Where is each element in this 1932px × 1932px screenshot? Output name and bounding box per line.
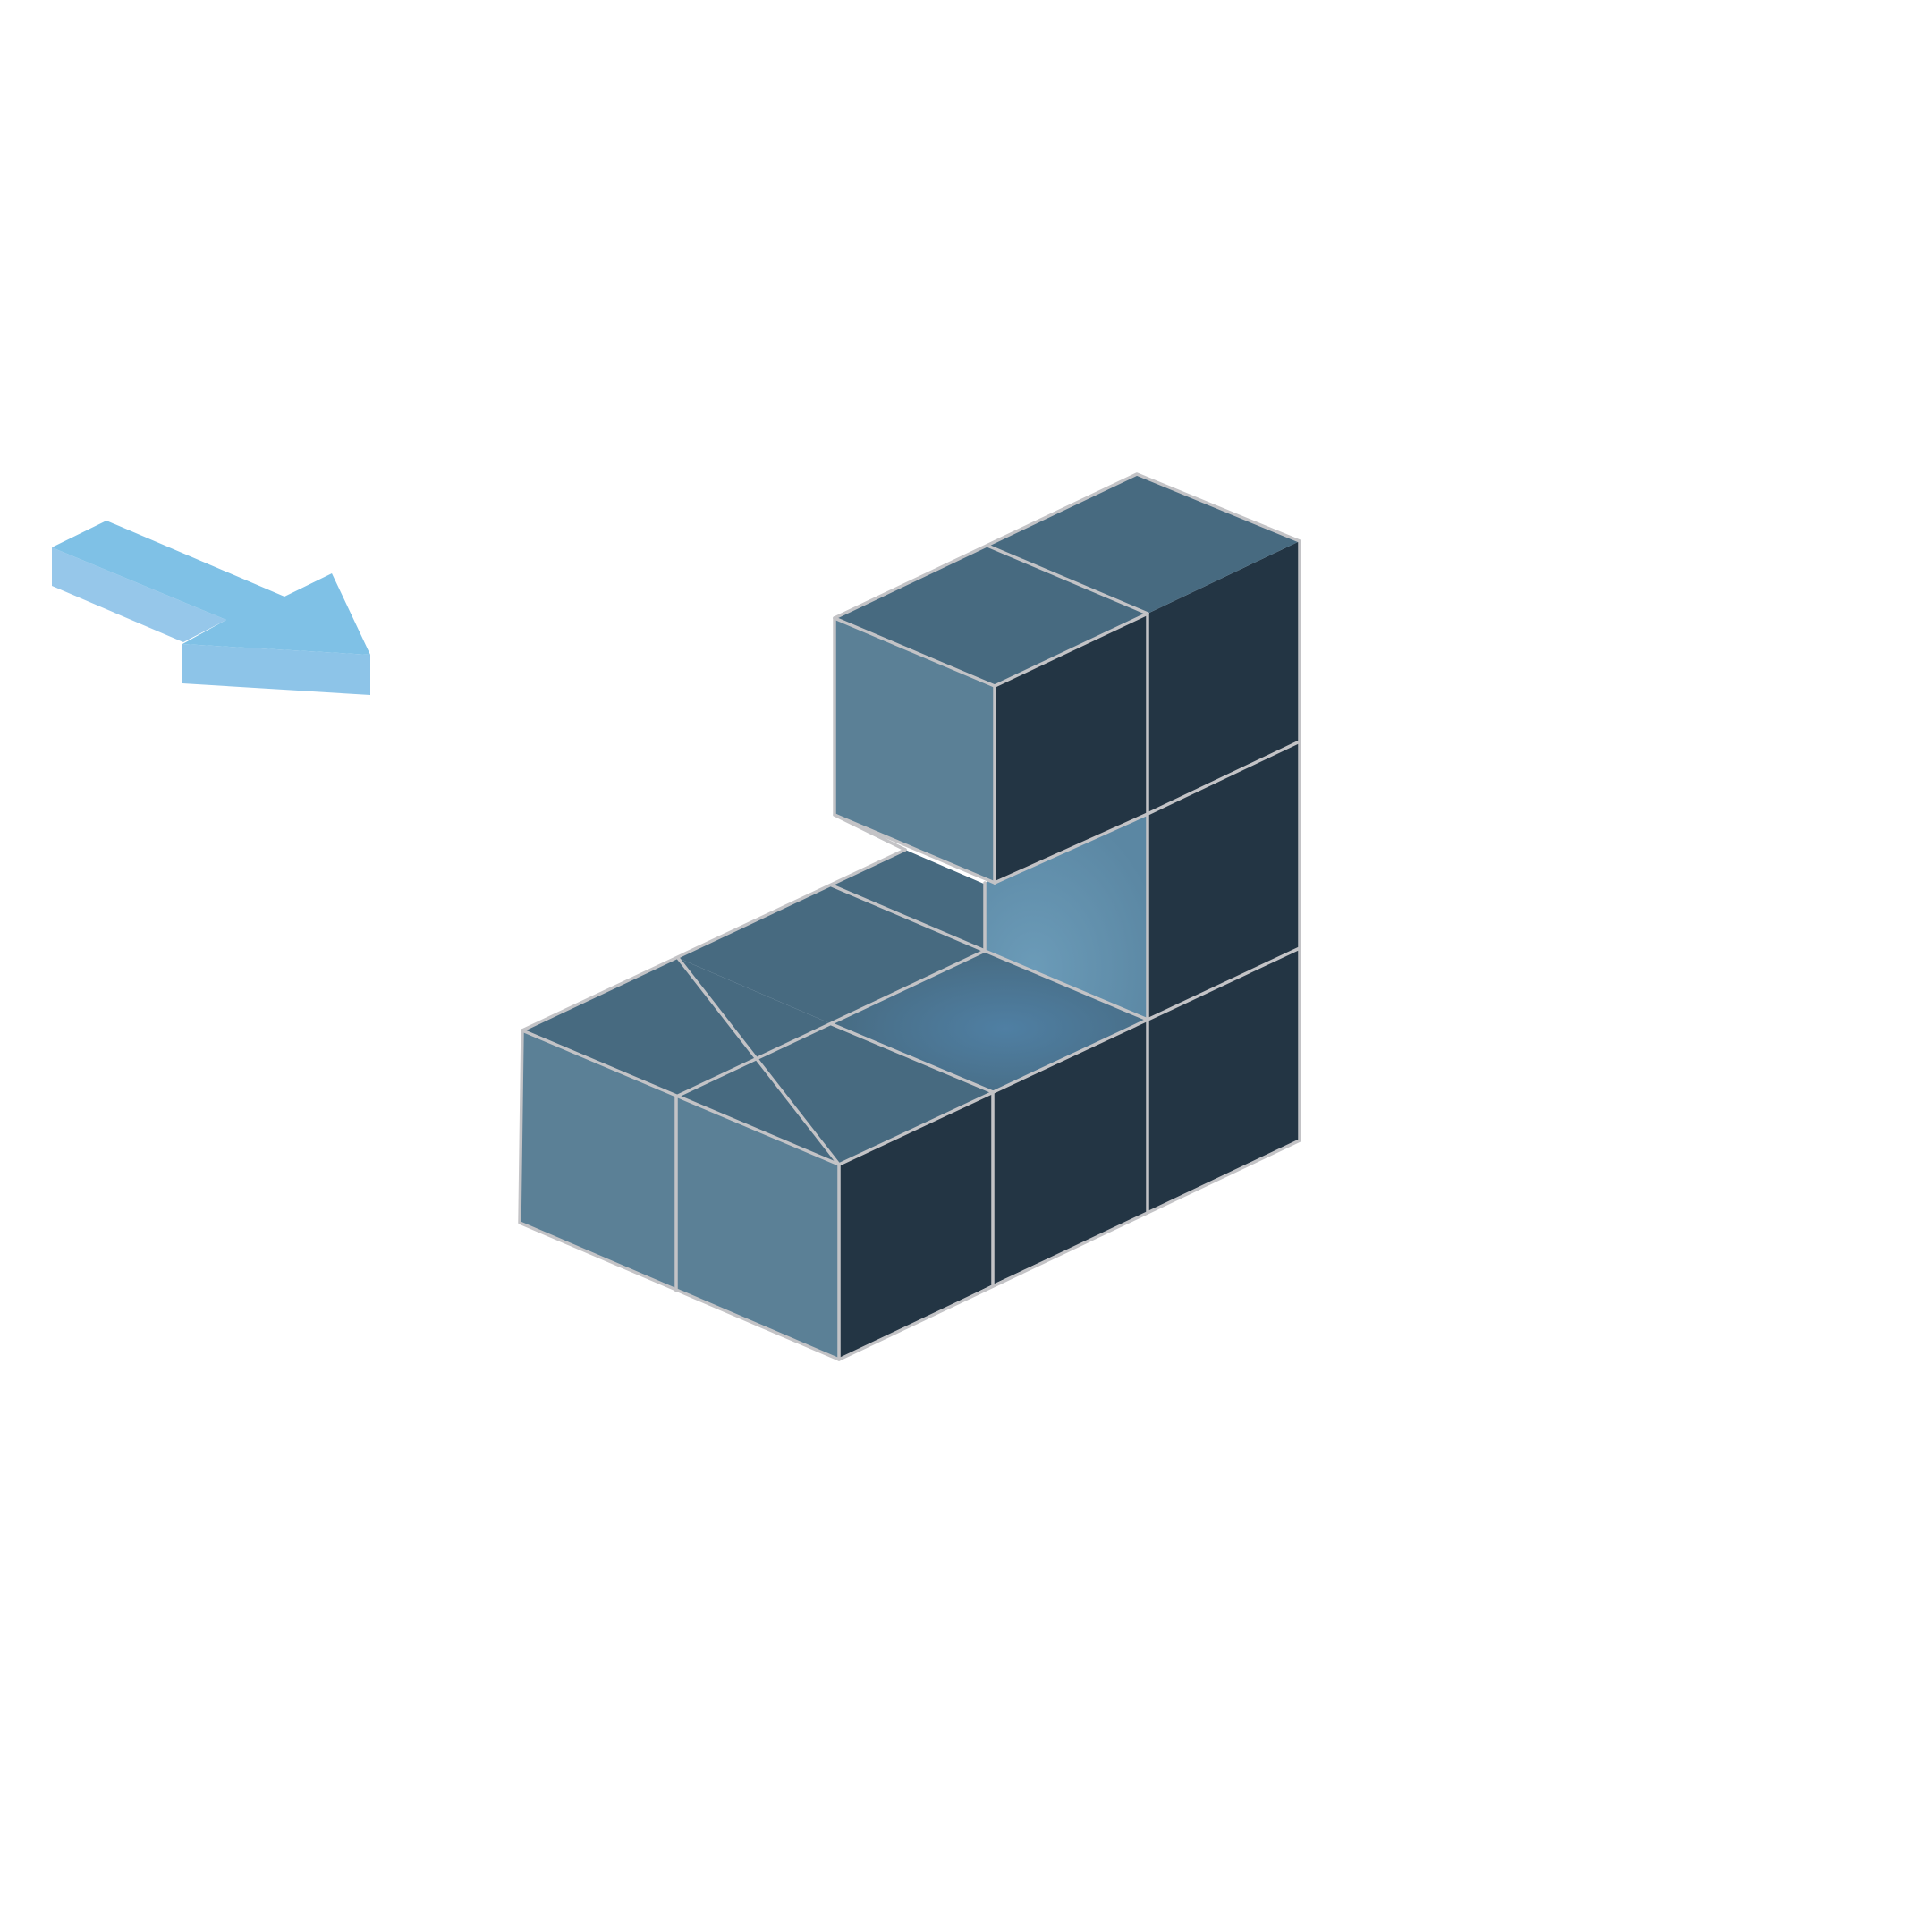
arrow-side-face: [52, 547, 226, 642]
cube-right-face: [993, 1020, 1148, 1284]
cube-left-face: [520, 1030, 676, 1291]
cube-right-face: [1148, 948, 1300, 1212]
arrow-front-face: [182, 644, 370, 695]
cube-right-face: [995, 614, 1148, 883]
cube-right-face: [839, 1092, 993, 1360]
cube-left-face highlighted: [985, 814, 1148, 1020]
cube-top-face: [678, 886, 985, 1024]
cube-left-face: [835, 618, 995, 883]
cube-top-face: [832, 850, 986, 951]
cube-right-face: [1148, 741, 1300, 1020]
cube-edges: [518, 472, 1301, 1361]
direction-arrow-icon: [52, 521, 370, 695]
cube-left-face: [676, 1097, 839, 1360]
cube-assembly: [518, 472, 1301, 1361]
arrow-top-face: [52, 521, 370, 655]
cube-right-face: [1148, 541, 1300, 814]
